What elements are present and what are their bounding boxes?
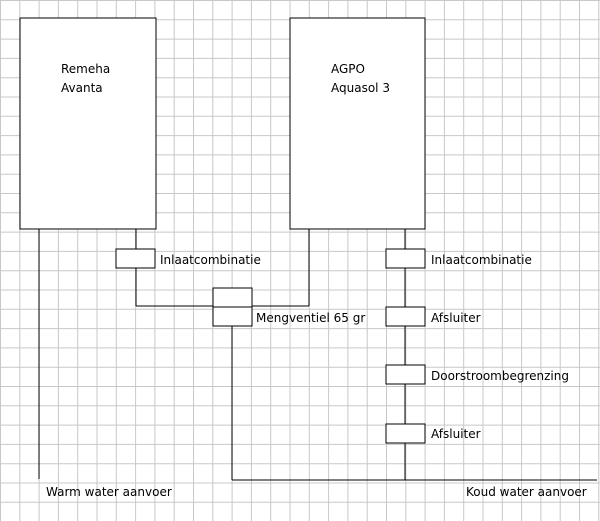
inlet-combination-right-label: Inlaatcombinatie bbox=[431, 253, 532, 267]
cold-water-supply-label: Koud water aanvoer bbox=[466, 485, 587, 499]
boiler-brand-label: Remeha bbox=[61, 62, 110, 76]
mixing-valve-upper bbox=[212, 287, 253, 308]
mixing-valve-lower bbox=[212, 306, 253, 327]
shutoff-valve-lower bbox=[385, 423, 426, 444]
shutoff-valve-upper-label: Afsluiter bbox=[431, 311, 481, 325]
boiler-model-label: Avanta bbox=[61, 81, 103, 95]
mixing-valve-label: Mengventiel 65 gr bbox=[256, 311, 365, 325]
inlet-combination-left bbox=[115, 248, 156, 269]
solar-brand-label: AGPO bbox=[331, 62, 365, 76]
inlet-combination-left-label: Inlaatcombinatie bbox=[160, 253, 261, 267]
inlet-combination-right bbox=[385, 248, 426, 269]
shutoff-valve-upper bbox=[385, 306, 426, 327]
remeha-avanta-unit bbox=[19, 17, 157, 230]
hot-water-supply-label: Warm water aanvoer bbox=[46, 485, 172, 499]
flow-limiter-label: Doorstroombegrenzing bbox=[431, 369, 569, 383]
pipes bbox=[38, 229, 597, 481]
shutoff-valve-lower-label: Afsluiter bbox=[431, 427, 481, 441]
flow-limiter bbox=[385, 364, 426, 385]
agpo-aquasol-unit bbox=[289, 17, 426, 230]
solar-model-label: Aquasol 3 bbox=[331, 81, 390, 95]
